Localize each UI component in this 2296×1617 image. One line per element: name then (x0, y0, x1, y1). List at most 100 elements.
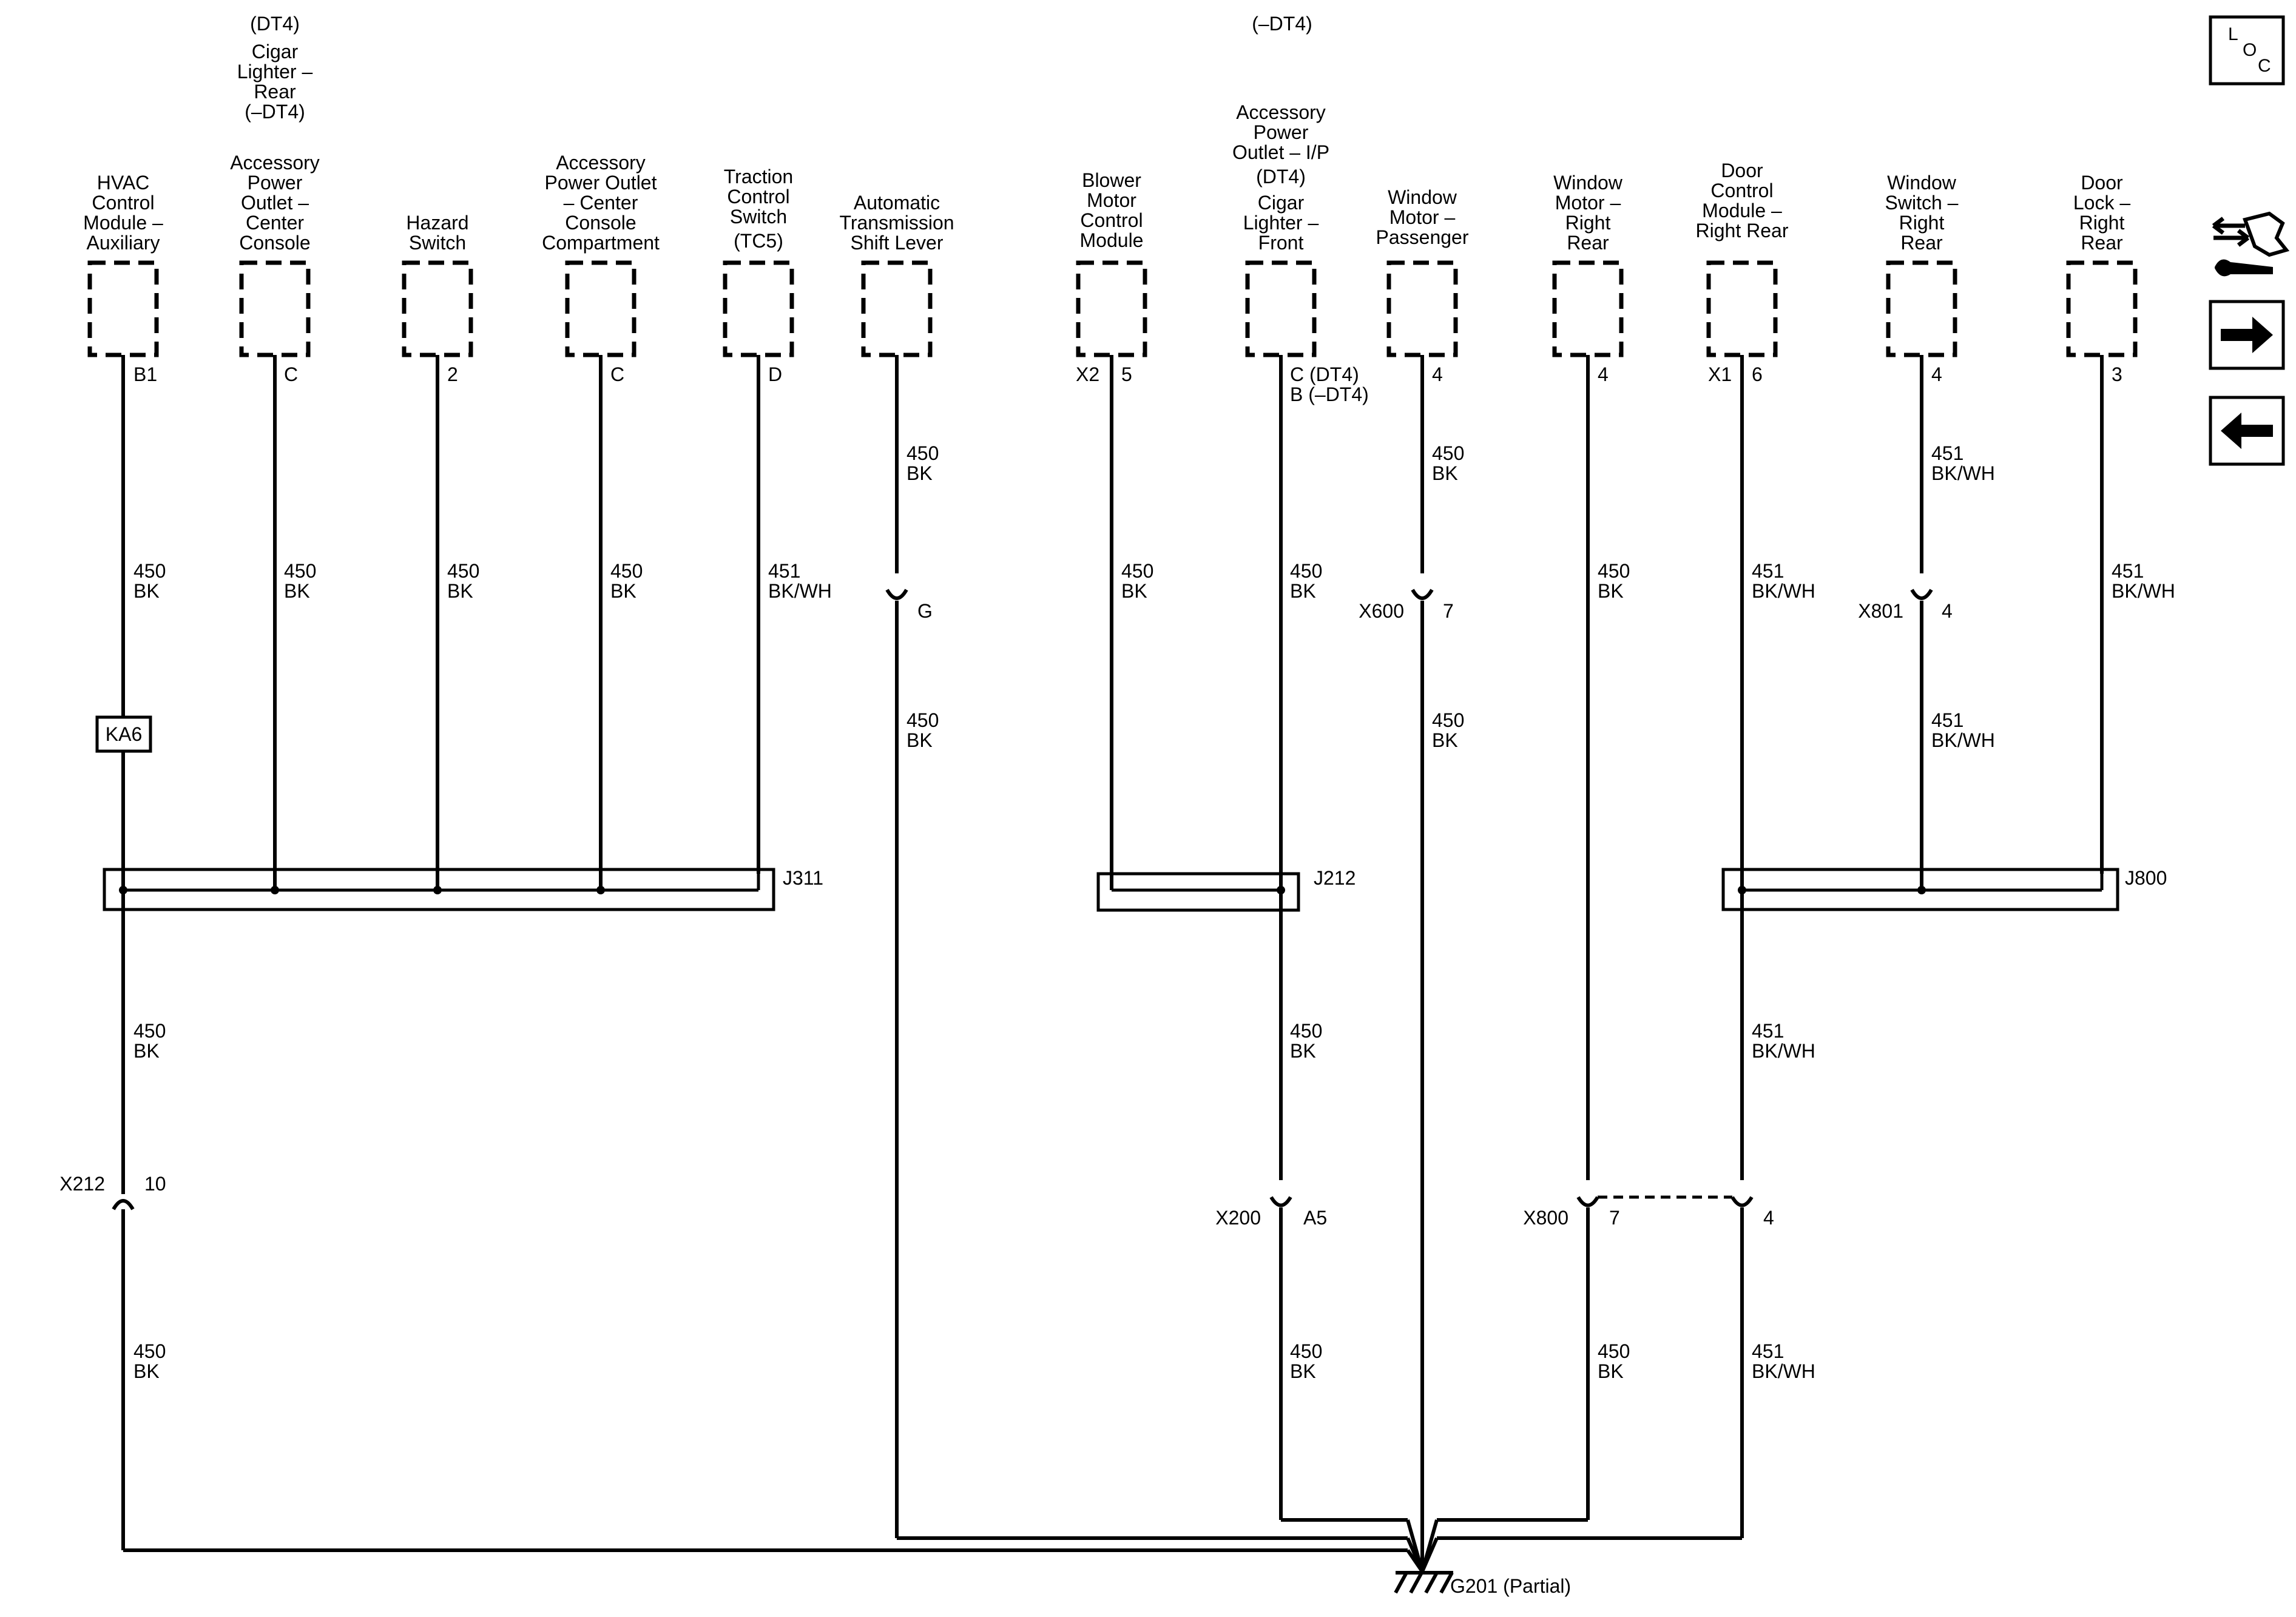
splice-bar-j800 (1721, 868, 2119, 911)
svg-text:Door: Door (2081, 172, 2123, 194)
svg-text:BK: BK (1290, 1040, 1316, 1062)
wire-label-apo-cc: 450 BK (284, 560, 316, 602)
svg-text:HVAC: HVAC (97, 172, 150, 194)
inline-connector-x200 (1269, 1196, 1292, 1207)
component-box-apo-center-console-compartment (565, 260, 636, 357)
svg-text:BK: BK (1432, 462, 1458, 484)
next-page-button[interactable] (2209, 300, 2285, 370)
option-box-ka6 (95, 715, 152, 753)
wire-label-hazard: 450 BK (447, 560, 479, 602)
inline-connector-x800-b (1730, 1196, 1754, 1207)
svg-text:450: 450 (610, 560, 643, 582)
pin-label-apo-ip-b: B (–DT4) (1290, 383, 1369, 405)
wire-label-hvac-3: 450 BK (133, 1340, 166, 1382)
svg-text:450: 450 (133, 560, 166, 582)
loc-letter-c: C (2258, 56, 2271, 76)
svg-text:451: 451 (1931, 442, 1963, 464)
splice-node (119, 886, 127, 894)
svg-text:Blower: Blower (1082, 169, 1141, 191)
component-label-apo-center-console-compartment: Accessory Power Outlet – Center Console … (542, 152, 660, 254)
pin-label-wm-rr-4: 4 (1598, 363, 1609, 385)
connector-name-x200: X200 (1215, 1207, 1261, 1229)
svg-text:450: 450 (1290, 560, 1322, 582)
svg-text:450: 450 (1290, 1020, 1322, 1042)
wire-label-ws-2: 451 BK/WH (1931, 709, 1995, 751)
component-box-apo-center-console (239, 260, 311, 357)
svg-text:450: 450 (1598, 1340, 1630, 1362)
wire-label-wm-rr-2: 450 BK (1598, 1340, 1630, 1382)
svg-text:450: 450 (1121, 560, 1153, 582)
component-label-window-motor-right-rear: Window Motor – Right Rear (1553, 172, 1623, 254)
svg-text:Lighter –: Lighter – (1243, 212, 1319, 234)
component-label-automatic-transmission-shift-lever: Automatic Transmission Shift Lever (839, 192, 954, 254)
pin-label-apo-ip-c: C (DT4) (1290, 363, 1359, 385)
svg-text:Control: Control (1710, 180, 1773, 201)
wire-label-wm-pass-2: 450 BK (1432, 709, 1464, 751)
svg-text:Control: Control (92, 192, 154, 214)
connector-name-x212: X212 (59, 1173, 105, 1195)
splice-node (1277, 886, 1285, 894)
svg-text:Outlet – I/P: Outlet – I/P (1232, 141, 1329, 163)
component-box-window-switch-right-rear (1886, 260, 1957, 357)
component-box-window-motor-right-rear (1552, 260, 1624, 357)
svg-text:450: 450 (284, 560, 316, 582)
connector-wrench-icon[interactable] (2212, 211, 2290, 277)
svg-text:Accessory: Accessory (556, 152, 646, 174)
svg-text:Accessory: Accessory (230, 152, 320, 174)
component-label-door-control-module-right-rear: Door Control Module – Right Rear (1696, 160, 1789, 241)
splice-label-j212: J212 (1314, 867, 1356, 889)
splice-node (433, 886, 442, 894)
wire-label-wm-rr-1: 450 BK (1598, 560, 1630, 602)
svg-text:Center: Center (246, 212, 304, 234)
svg-text:451: 451 (1752, 1340, 1784, 1362)
svg-text:Passenger: Passenger (1376, 226, 1469, 248)
svg-text:Cigar: Cigar (1258, 192, 1305, 214)
svg-text:450: 450 (1598, 560, 1630, 582)
loc-letter-o: O (2243, 40, 2257, 60)
component-label-hazard-switch: Hazard Switch (406, 212, 468, 254)
svg-text:Window: Window (1388, 186, 1457, 208)
svg-text:Hazard: Hazard (406, 212, 468, 234)
svg-text:Automatic: Automatic (854, 192, 940, 214)
svg-text:BK: BK (447, 580, 473, 602)
svg-text:Power: Power (248, 172, 303, 194)
wire-label-ats-1: 450 BK (907, 442, 939, 484)
svg-text:BK: BK (284, 580, 310, 602)
svg-text:BK: BK (1290, 580, 1316, 602)
svg-text:Control: Control (1080, 209, 1143, 231)
splice-node (1917, 886, 1926, 894)
svg-text:BK: BK (1290, 1360, 1316, 1382)
previous-page-button[interactable] (2209, 396, 2285, 466)
svg-text:Door: Door (1721, 160, 1763, 181)
arrow-right-icon (2221, 317, 2273, 353)
component-box-traction-control-switch (723, 260, 794, 357)
connector-name-x801: X801 (1858, 600, 1903, 622)
inline-connector-x801 (1910, 589, 1933, 600)
pin-label-blower-5: 5 (1121, 363, 1132, 385)
svg-text:450: 450 (1432, 709, 1464, 731)
connector-pin-x212: 10 (144, 1173, 166, 1195)
inline-connector-x600 (1411, 589, 1434, 600)
svg-text:Console: Console (565, 212, 636, 234)
loc-button[interactable]: L O C (2209, 15, 2285, 86)
svg-text:Switch: Switch (409, 232, 466, 254)
svg-text:Window: Window (1553, 172, 1623, 194)
svg-text:Auxiliary: Auxiliary (87, 232, 160, 254)
pin-label-blower-x2: X2 (1076, 363, 1099, 385)
svg-text:BK: BK (133, 1040, 160, 1062)
component-box-apo-ip (1245, 260, 1317, 357)
svg-text:450: 450 (1290, 1340, 1322, 1362)
svg-text:(DT4): (DT4) (1256, 166, 1306, 187)
svg-text:Rear: Rear (1900, 232, 1943, 254)
svg-text:BK: BK (1598, 580, 1624, 602)
component-box-blower-motor-control-module (1076, 260, 1147, 357)
svg-text:BK/WH: BK/WH (1752, 1040, 1815, 1062)
wire-label-dl: 451 BK/WH (2112, 560, 2175, 602)
component-box-window-motor-passenger (1386, 260, 1458, 357)
ground-label-g201: G201 (Partial) (1450, 1575, 1571, 1597)
svg-text:Cigar: Cigar (252, 41, 299, 62)
pin-label-hazard-2: 2 (447, 363, 458, 385)
top-note-dt4: (DT4) (250, 13, 300, 35)
splice-label-j800: J800 (2125, 867, 2167, 889)
svg-text:BK: BK (1432, 729, 1458, 751)
